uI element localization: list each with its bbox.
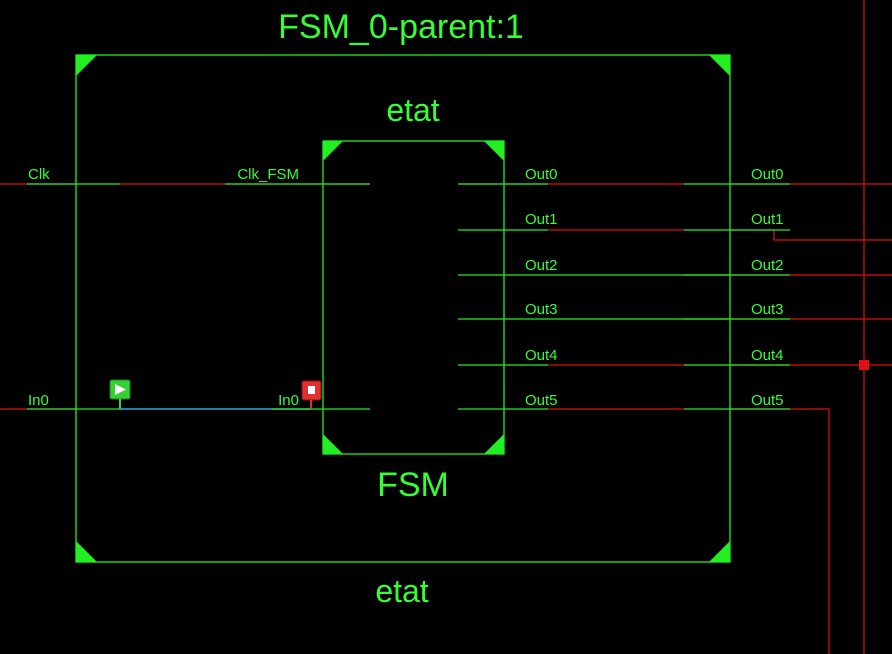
- child-port-label-out5: Out5: [525, 392, 558, 409]
- child-port-label-out4: Out4: [525, 347, 558, 364]
- parent-port-label-in0: In0: [28, 392, 49, 409]
- parent-port-label-out4: Out4: [751, 347, 784, 364]
- child-port-label-clk-fsm: Clk_FSM: [237, 166, 299, 183]
- red-stop-flag-icon: [301, 380, 322, 409]
- child-port-label-out2: Out2: [525, 257, 558, 274]
- child-corner-br: [484, 434, 504, 454]
- parent-block[interactable]: [75, 54, 731, 563]
- child-port-label-out0: Out0: [525, 166, 558, 183]
- parent-corner-bl: [76, 541, 97, 562]
- parent-top-label: etat: [386, 92, 439, 128]
- parent-corner-tl: [76, 55, 97, 76]
- child-block[interactable]: [322, 140, 505, 455]
- child-port-label-out1: Out1: [525, 211, 558, 228]
- green-play-flag-icon: [109, 379, 131, 409]
- parent-bottom-label: etat: [375, 573, 428, 609]
- probe-in-marker[interactable]: [109, 379, 131, 409]
- child-port-label-in0: In0: [278, 392, 299, 409]
- parent-port-label-out5: Out5: [751, 392, 784, 409]
- child-block-border: [322, 140, 505, 455]
- parent-port-label-out1: Out1: [751, 211, 784, 228]
- child-port-stubs: [225, 183, 730, 410]
- net-out1-outer[interactable]: [730, 229, 892, 241]
- parent-block-border: [75, 54, 731, 563]
- parent-port-label-out3: Out3: [751, 301, 784, 318]
- net-junction[interactable]: [859, 360, 869, 370]
- parent-corner-tr: [709, 55, 730, 76]
- parent-corner-br: [709, 541, 730, 562]
- parent-title: FSM_0-parent:1: [278, 8, 524, 46]
- parent-port-label-out0: Out0: [751, 166, 784, 183]
- child-corner-bl: [323, 434, 343, 454]
- child-port-label-out3: Out3: [525, 301, 558, 318]
- child-corner-tl: [323, 141, 343, 161]
- parent-port-label-out2: Out2: [751, 257, 784, 274]
- probe-out-marker[interactable]: [301, 380, 322, 409]
- parent-port-label-clk: Clk: [28, 166, 50, 183]
- parent-port-stubs: [27, 183, 790, 410]
- child-corner-tr: [484, 141, 504, 161]
- net-out5-outer[interactable]: [730, 408, 830, 654]
- child-instance-label: FSM: [377, 466, 449, 504]
